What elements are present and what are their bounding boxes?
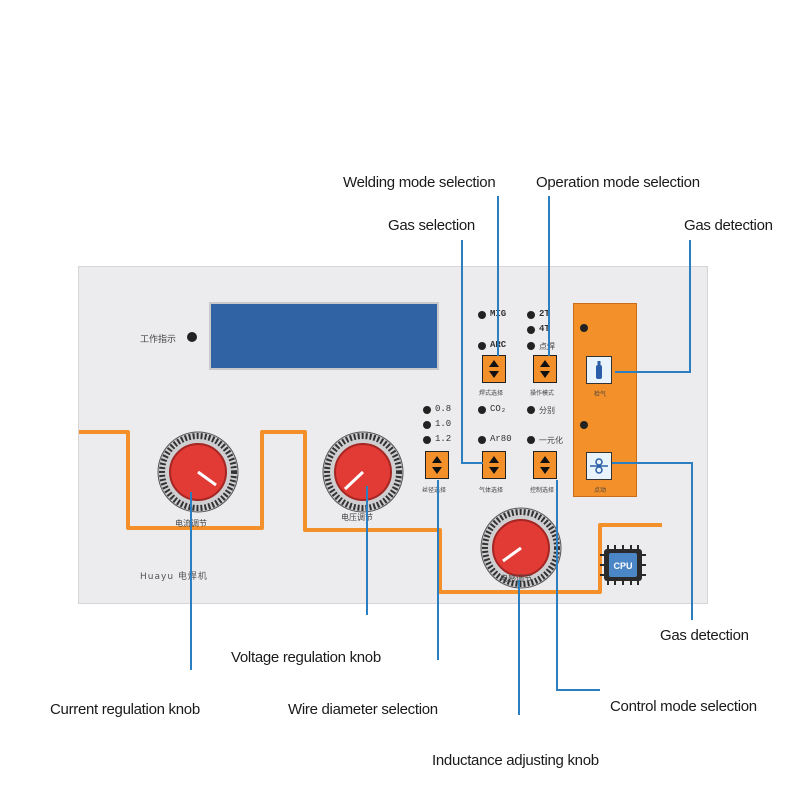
gas-selection-button-label: 气体选择 [479, 487, 504, 494]
co2-led [478, 406, 486, 414]
mig-label: MIG [490, 309, 507, 319]
weld-mode-button[interactable] [482, 355, 506, 383]
2t-led [527, 311, 535, 319]
wire-feed-led [580, 421, 588, 429]
control-mode-button-label: 控制选择 [530, 487, 555, 494]
separate-led [527, 406, 535, 414]
gas-detection-top-callout: Gas detection [684, 217, 773, 234]
operation-mode-callout: Operation mode selection [536, 174, 700, 191]
cpu-chip-icon: CPU [600, 545, 646, 585]
4t-led [527, 326, 535, 334]
4t-label: 4T [539, 324, 550, 334]
gas-selection-button[interactable] [482, 451, 506, 479]
gas-check-label: 检气 [594, 391, 607, 398]
inductance-knob-label: 电感调节 [500, 574, 532, 583]
spot-led [527, 342, 535, 350]
cpu-label: CPU [613, 561, 632, 571]
model-text: Huayu 电焊机 [140, 572, 208, 582]
gas-check-led [580, 324, 588, 332]
operation-mode-button-label: 操作模式 [530, 390, 555, 397]
unified-led [527, 436, 535, 444]
up-down-arrow-icon [540, 360, 550, 378]
wire-0-8-label: 0.8 [435, 404, 452, 414]
inductance-knob[interactable] [476, 503, 566, 593]
gas-selection-callout: Gas selection [388, 217, 475, 234]
separate-label: 分别 [539, 406, 555, 415]
wire-feed-icon [590, 458, 608, 474]
control-mode-button[interactable] [533, 451, 557, 479]
wire-1-2-led [423, 436, 431, 444]
2t-label: 2T [539, 309, 550, 319]
wire-diameter-button[interactable] [425, 451, 449, 479]
arc-label: ARC [490, 340, 507, 350]
wire-1-0-label: 1.0 [435, 419, 452, 429]
wire-1-2-label: 1.2 [435, 434, 452, 444]
spot-label: 点焊 [539, 342, 555, 351]
up-down-arrow-icon [432, 456, 442, 474]
wire-diameter-callout: Wire diameter selection [288, 701, 438, 718]
wire-feed-label: 点动 [594, 487, 607, 494]
gas-cylinder-icon [596, 361, 602, 379]
up-down-arrow-icon [489, 456, 499, 474]
operation-mode-button[interactable] [533, 355, 557, 383]
up-down-arrow-icon [489, 360, 499, 378]
wire-0-8-led [423, 406, 431, 414]
ar80-label: Ar80 [490, 434, 512, 444]
current-knob-callout: Current regulation knob [50, 701, 200, 718]
wire-feed-button[interactable] [586, 452, 612, 480]
wire-1-0-led [423, 421, 431, 429]
mig-led [478, 311, 486, 319]
current-knob[interactable] [153, 427, 243, 517]
voltage-knob[interactable] [318, 427, 408, 517]
unified-label: 一元化 [539, 436, 563, 445]
control-mode-callout: Control mode selection [610, 698, 757, 715]
work-indicator-label: 工作指示 [140, 335, 177, 345]
gas-check-button[interactable] [586, 356, 612, 384]
voltage-knob-callout: Voltage regulation knob [231, 649, 381, 666]
current-knob-label: 电流调节 [175, 519, 207, 528]
ar80-led [478, 436, 486, 444]
wire-diameter-button-label: 丝径选择 [422, 487, 447, 494]
up-down-arrow-icon [540, 456, 550, 474]
work-indicator-led [187, 332, 197, 342]
arc-led [478, 342, 486, 350]
gas-detection-bottom-callout: Gas detection [660, 627, 749, 644]
inductance-knob-callout: Inductance adjusting knob [432, 752, 599, 769]
co2-label: CO₂ [490, 404, 507, 414]
weld-mode-button-label: 焊式选择 [479, 390, 504, 397]
voltage-knob-label: 电压调节 [341, 513, 373, 522]
lcd-display [209, 302, 439, 370]
welding-mode-callout: Welding mode selection [343, 174, 496, 191]
